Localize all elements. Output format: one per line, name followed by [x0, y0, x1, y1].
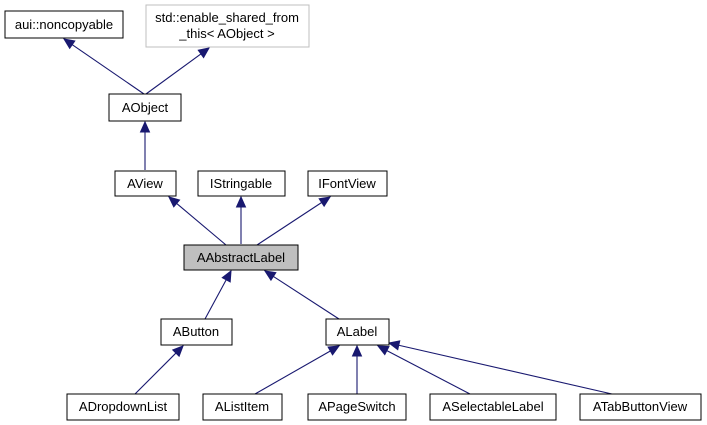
edge-abutton-to-aabstractlabel — [204, 279, 227, 320]
edge-aabstractlabel-to-ifontview — [256, 202, 322, 246]
edge-arrowhead — [197, 47, 210, 59]
node-label: ALabel — [337, 324, 378, 339]
node-istringable[interactable]: IStringable — [197, 170, 286, 197]
node-label: AListItem — [215, 399, 269, 414]
node-box — [183, 244, 299, 271]
node-box — [307, 393, 407, 421]
edge-arrowhead — [387, 340, 401, 351]
node-label: AView — [127, 176, 163, 191]
edge-arrowhead — [171, 345, 184, 358]
node-atabbuttonview[interactable]: ATabButtonView — [579, 393, 702, 421]
edge-arrowhead — [221, 269, 232, 283]
edge-alistitem-to-alabel — [254, 350, 331, 395]
edge-arrowhead — [235, 195, 247, 208]
node-label: aui::noncopyable — [15, 17, 113, 32]
node-aselectablelabel[interactable]: ASelectableLabel — [429, 393, 557, 421]
edge-adropdownlist-to-abutton — [134, 352, 177, 395]
node-label: AButton — [173, 324, 219, 339]
node-label: IStringable — [210, 176, 272, 191]
node-aobject[interactable]: AObject — [108, 93, 182, 122]
edge-arrowhead — [376, 345, 390, 356]
node-label: IFontView — [318, 176, 376, 191]
node-box — [325, 318, 390, 346]
edge-aselectablelabel-to-alabel — [386, 350, 471, 395]
node-box — [108, 93, 182, 122]
edge-aabstractlabel-to-aview — [176, 203, 227, 246]
edge-atabbuttonview-to-alabel — [398, 344, 613, 395]
node-box — [4, 10, 124, 39]
node-box — [202, 393, 283, 421]
node-box — [160, 318, 233, 346]
edges-layer — [62, 38, 613, 395]
edge-arrowhead — [62, 38, 76, 50]
node-std-enable-shared-from-this[interactable]: std::enable_shared_from _this< AObject > — [145, 4, 310, 48]
edge-arrowhead — [139, 120, 151, 133]
node-box — [579, 393, 702, 421]
node-box — [145, 4, 310, 48]
node-aui-noncopyable[interactable]: aui::noncopyable — [4, 10, 124, 39]
edge-arrowhead — [327, 345, 341, 356]
node-label-line2: _this< AObject > — [178, 26, 274, 41]
edge-aobject-to-enable_shared — [145, 53, 202, 95]
edge-alabel-to-aabstractlabel — [273, 275, 340, 320]
node-box — [66, 393, 180, 421]
node-aabstractlabel[interactable]: AAbstractLabel — [183, 244, 299, 271]
edge-aobject-to-noncopyable — [71, 44, 145, 95]
node-label: AAbstractLabel — [197, 250, 285, 265]
node-label: ASelectableLabel — [442, 399, 543, 414]
edge-arrowhead — [263, 270, 277, 282]
node-apageswitch[interactable]: APageSwitch — [307, 393, 407, 421]
node-adropdownlist[interactable]: ADropdownList — [66, 393, 180, 421]
node-alabel[interactable]: ALabel — [325, 318, 390, 346]
node-box — [429, 393, 557, 421]
edge-arrowhead — [351, 344, 363, 357]
node-box — [197, 170, 286, 197]
node-label: AObject — [122, 100, 169, 115]
edge-arrowhead — [168, 196, 181, 208]
node-label: APageSwitch — [318, 399, 395, 414]
node-box — [114, 170, 177, 197]
node-alistitem[interactable]: AListItem — [202, 393, 283, 421]
edge-arrowhead — [318, 196, 332, 208]
node-label: ADropdownList — [79, 399, 168, 414]
node-abutton[interactable]: AButton — [160, 318, 233, 346]
node-aview[interactable]: AView — [114, 170, 177, 197]
node-box — [307, 170, 388, 197]
node-label-line1: std::enable_shared_from — [155, 10, 299, 25]
node-label: ATabButtonView — [593, 399, 688, 414]
node-ifontview[interactable]: IFontView — [307, 170, 388, 197]
